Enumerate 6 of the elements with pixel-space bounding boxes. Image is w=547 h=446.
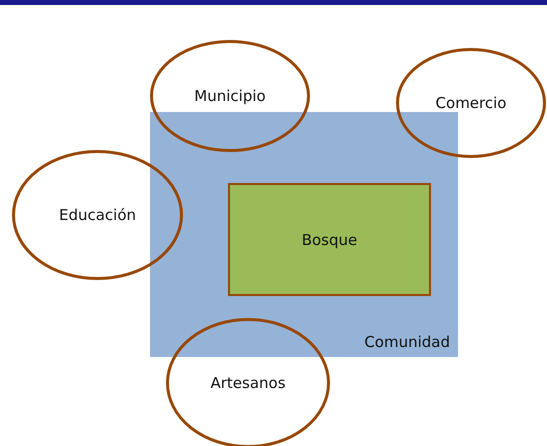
oval-label: Artesanos [210, 374, 286, 392]
oval-label: Educación [58, 206, 136, 224]
oval-label: Municipio [194, 87, 266, 105]
oval-label: Comercio [436, 94, 506, 112]
rectangle-box: Bosque [228, 183, 431, 296]
region-label: Comunidad [364, 333, 450, 351]
